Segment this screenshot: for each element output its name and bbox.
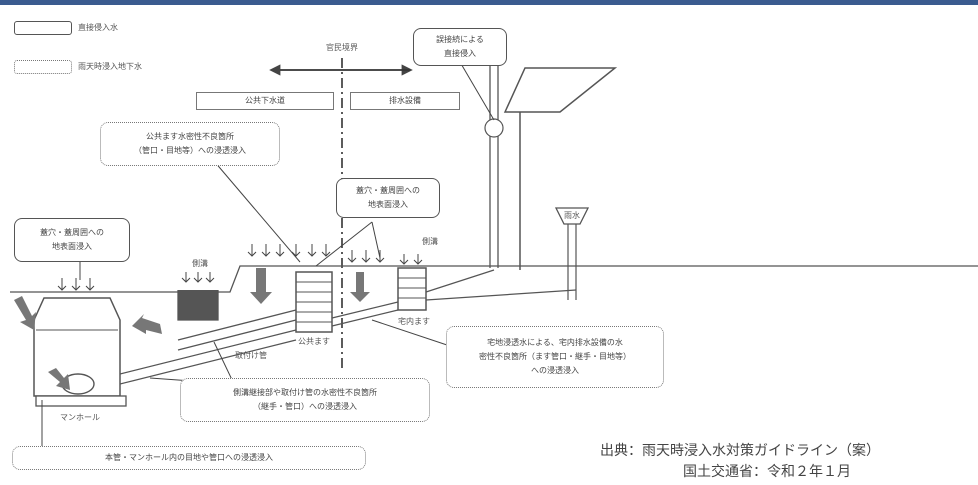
legend-solid-swatch (14, 21, 72, 35)
callout-side-connection: 側溝継接部や取付け管の水密性不良箇所 （継手・管口）への浸透浸入 (180, 378, 430, 422)
public-masu-shape (295, 271, 399, 333)
top-accent-bar (0, 0, 978, 5)
callout-yard-leak: 宅地浸透水による、宅内排水設備の水 密性不良箇所（ます管口・継手・目地等） への… (446, 326, 664, 388)
side-ditch (177, 290, 219, 321)
label-lateral-pipe: 取付け管 (235, 351, 267, 360)
rain-arrows (57, 244, 423, 291)
public-sewer-label: 公共下水道 (196, 92, 334, 110)
drainage-facility-label: 排水設備 (350, 92, 460, 110)
callout-cover-hole-center: 蓋穴・蓋周囲への 地表面浸入 (336, 178, 440, 218)
legend-dotted-swatch (14, 60, 72, 74)
label-public-masu: 公共ます (298, 337, 330, 346)
source-line-2: 国土交通省：令和２年１月 (683, 464, 851, 480)
label-ditch: 側溝 (192, 259, 208, 268)
legend-rain-groundwater-label: 雨天時浸入地下水 (78, 62, 142, 71)
yard-masu-shape (397, 267, 577, 311)
callout-public-masu-leak: 公共ます水密性不良箇所 （管口・目地等）への浸透浸入 (100, 122, 280, 166)
rain-drain-funnel (554, 207, 590, 300)
label-manhole: マンホール (60, 413, 100, 422)
infiltration-arrows (14, 268, 370, 390)
source-line-1: 出典：雨天時浸入水対策ガイドライン（案） (600, 443, 880, 459)
callout-main-pipe: 本管・マンホール内の目地や管口への浸透浸入 (12, 446, 366, 470)
callout-roof-gutter: 誤接続による 直接侵入 (413, 28, 507, 66)
manhole-shape (33, 297, 127, 407)
house (484, 60, 618, 270)
callout-cover-hole-left: 蓋穴・蓋周囲への 地表面浸入 (14, 218, 130, 262)
boundary-title: 官民境界 (326, 43, 358, 52)
label-yard-masu: 宅内ます (398, 317, 430, 326)
legend-direct-inflow-label: 直接侵入水 (78, 23, 118, 32)
label-gutter: 側溝 (422, 237, 438, 246)
ground-line (10, 265, 978, 293)
label-drainage: 雨水 (564, 211, 580, 220)
